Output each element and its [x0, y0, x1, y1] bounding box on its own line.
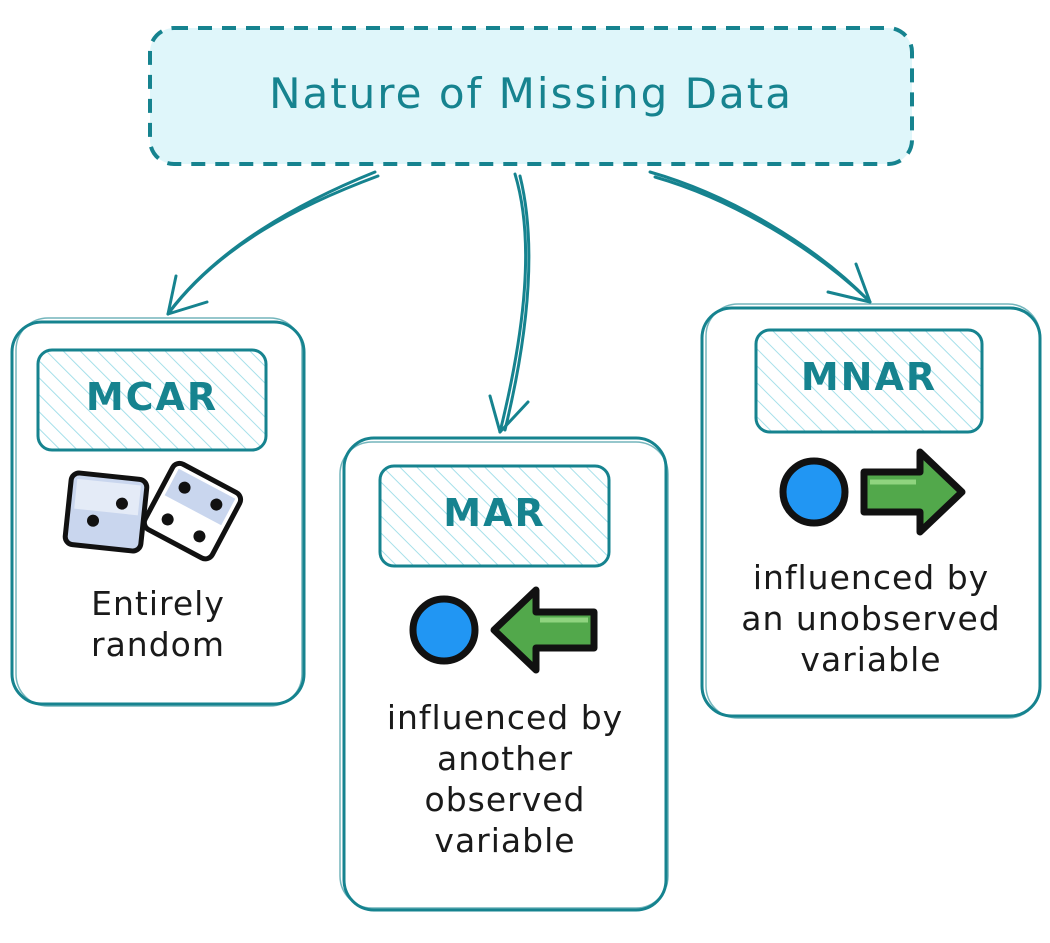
title-box — [148, 26, 914, 166]
mcar-label: MCAR — [85, 375, 219, 419]
arrow-to-mcar — [166, 170, 380, 316]
mar-description: influenced by another observed variable — [386, 698, 624, 860]
mar-card — [339, 436, 669, 912]
blue-circle-icon — [409, 595, 479, 665]
mnar-label: MNAR — [800, 355, 938, 399]
blue-circle-icon — [779, 457, 849, 527]
arrow-to-mnar — [648, 170, 872, 304]
mcar-description: Entirely random — [91, 584, 225, 664]
mnar-description: influenced by an unobserved variable — [741, 558, 1001, 679]
left-arrow-icon — [490, 586, 598, 674]
mar-label: MAR — [443, 491, 546, 535]
arrow-to-mar — [488, 172, 531, 434]
diagram-title: Nature of Missing Data — [269, 69, 793, 118]
circle-left-arrow-icon — [409, 586, 598, 674]
dice-icon — [62, 460, 244, 562]
right-arrow-icon — [860, 448, 966, 536]
circle-right-arrow-icon — [779, 448, 966, 536]
